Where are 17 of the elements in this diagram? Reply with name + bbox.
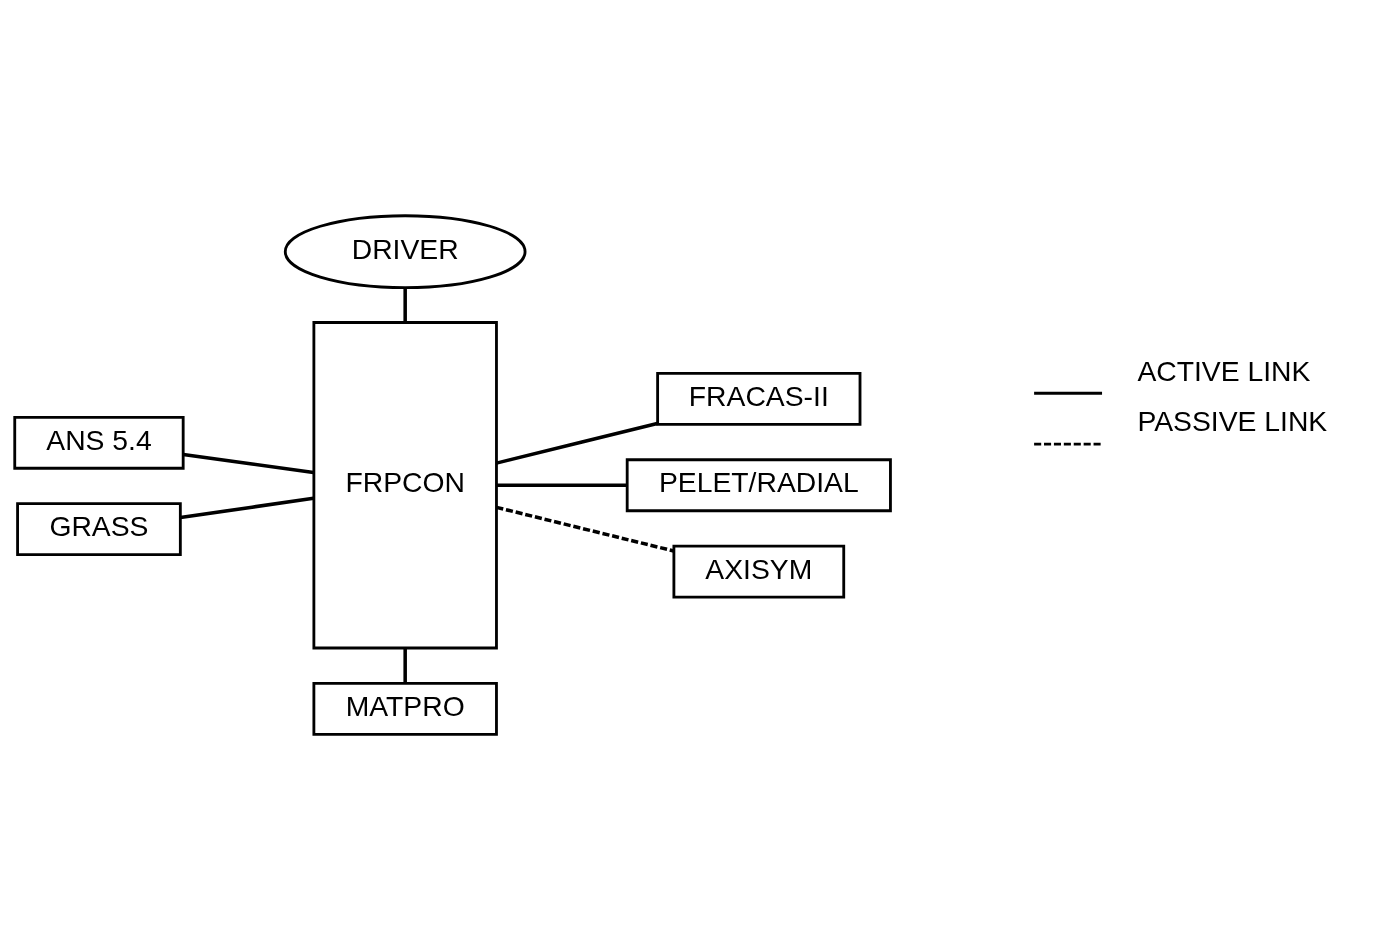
connector [496,421,658,465]
connector [403,648,407,684]
node-box: ANS 5.4 [13,415,185,470]
node-box: MATPRO [312,681,498,736]
node-ellipse: DRIVER [283,214,527,290]
connector [180,496,314,520]
node-box: PELET/RADIAL [625,458,892,513]
legend-label: PASSIVE LINK [1137,405,1328,438]
connector [496,483,627,487]
node-box: FRACAS-II [656,372,862,426]
node-box: FRPCON [312,321,498,650]
connector [183,452,314,475]
node-box: AXISYM [672,544,846,599]
connector [403,288,407,323]
legend-label: ACTIVE LINK [1137,354,1311,387]
node-box: GRASS [16,502,182,556]
connector [496,505,675,553]
